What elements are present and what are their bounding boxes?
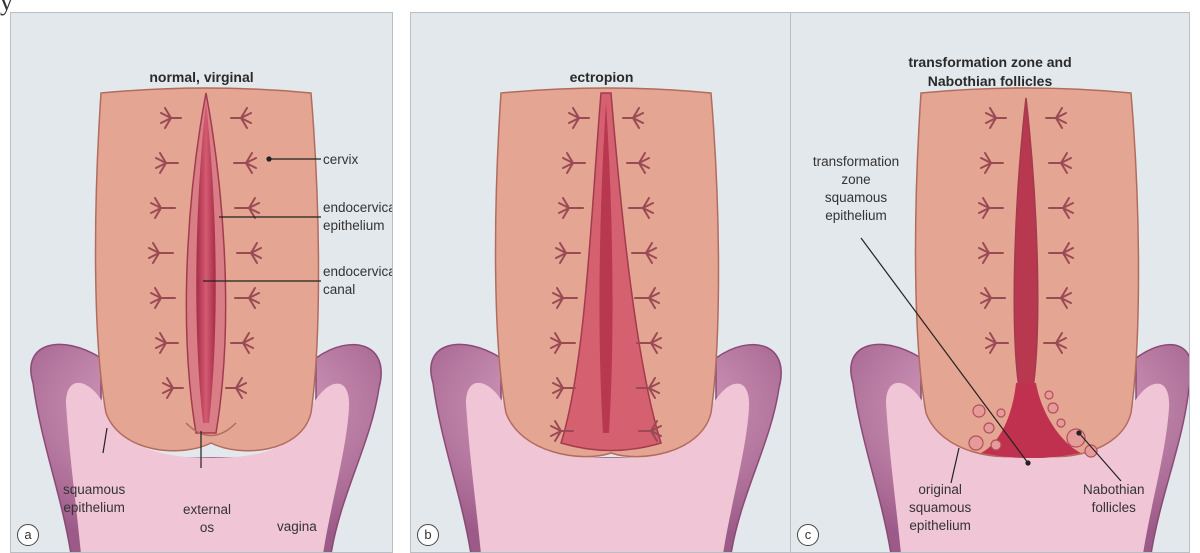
label-cervix: cervix xyxy=(323,151,358,169)
panel-a-title: normal, virginal xyxy=(11,68,392,87)
panel-a-badge: a xyxy=(17,524,39,546)
panel-b: ectropion b xyxy=(410,12,793,553)
label-endocervical-canal: endocervical canal xyxy=(323,263,393,299)
label-vagina: vagina xyxy=(277,518,317,536)
panel-c-badge: c xyxy=(797,524,819,546)
panel-c: transformation zone and Nabothian follic… xyxy=(790,12,1190,553)
panel-b-badge: b xyxy=(417,524,439,546)
panel-b-title: ectropion xyxy=(411,68,792,87)
label-original-squamous-epithelium: original squamous epithelium xyxy=(909,481,971,535)
label-endocervical-epithelium: endocervical epithelium xyxy=(323,199,393,235)
label-squamous-epithelium: squamous epithelium xyxy=(63,481,125,517)
label-external-os: external os xyxy=(183,501,231,537)
panel-a: normal, virginal cervix endocervical epi… xyxy=(10,12,393,553)
label-nabothian-follicles: Nabothian follicles xyxy=(1083,481,1145,517)
cervix-illustration-c xyxy=(791,13,1190,553)
label-transformation-zone-squamous-epithelium: transformation zone squamous epithelium xyxy=(791,153,921,225)
cervix-illustration-b xyxy=(411,13,793,553)
panel-c-title: transformation zone and Nabothian follic… xyxy=(791,53,1189,91)
